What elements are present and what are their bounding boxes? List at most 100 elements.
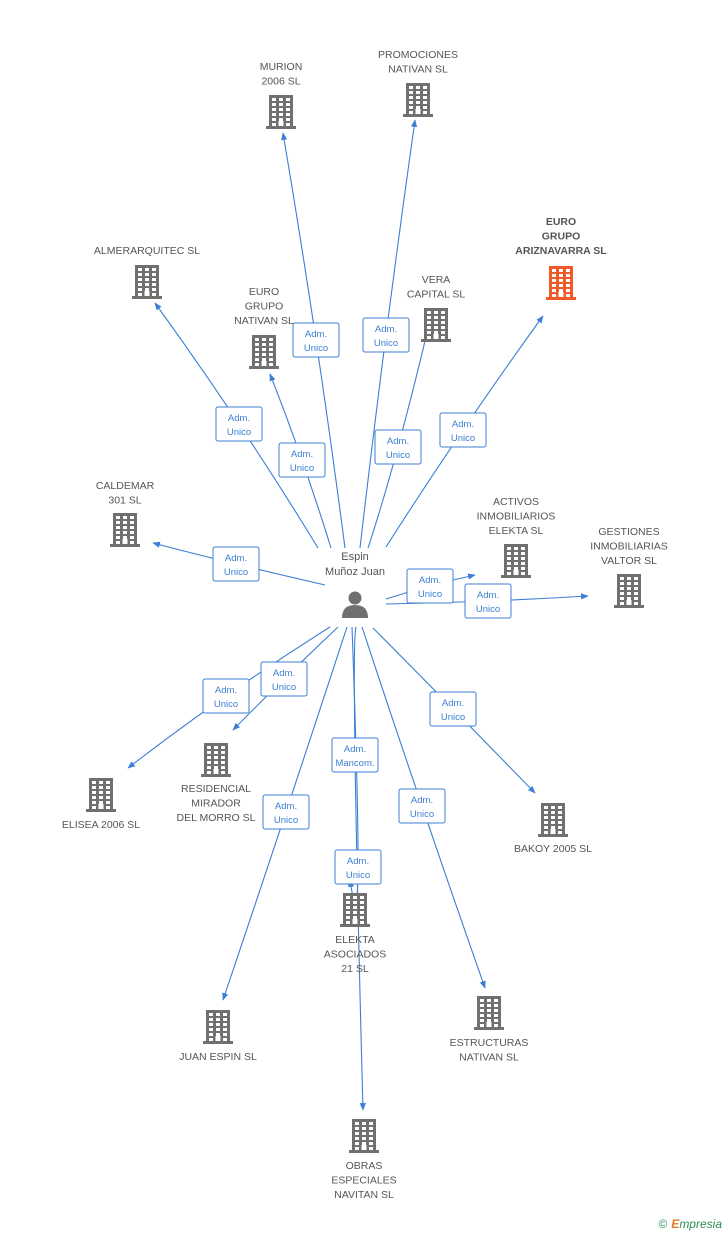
role-badge-euro-ariz[interactable]: Adm.Unico [439, 412, 487, 448]
building-icon [501, 544, 531, 578]
company-node-almerarquitec[interactable]: ALMERARQUITEC SL [94, 245, 200, 299]
company-name: ELISEA 2006 SL [62, 819, 140, 831]
role-badge-murion[interactable]: Adm. Unico [292, 322, 340, 358]
company-name: CALDEMAR [96, 480, 155, 492]
company-name: ELEKTA SL [489, 525, 544, 537]
company-name: MIRADOR [191, 798, 241, 810]
building-icon [474, 996, 504, 1030]
building-icon [203, 1010, 233, 1044]
role-badge-text: Adm. [275, 801, 297, 812]
building-icon [132, 265, 162, 299]
company-name: RESIDENCIAL [181, 783, 251, 795]
role-badge-text: Unico [410, 809, 434, 820]
company-name: JUAN ESPIN SL [179, 1051, 257, 1063]
role-badge-text: Adm. [387, 436, 409, 447]
company-node-promociones[interactable]: PROMOCIONES NATIVAN SL [378, 49, 458, 117]
company-name: INMOBILIARIOS [477, 511, 556, 523]
company-node-murion[interactable]: MURION 2006 SL [260, 61, 303, 129]
company-name: 2006 SL [261, 76, 300, 88]
company-name: VERA [422, 274, 451, 286]
role-badge-bakoy[interactable]: Adm. Unico [429, 691, 477, 727]
role-badge-box [362, 317, 410, 353]
company-node-activos[interactable]: ACTIVOS INMOBILIARIOS ELEKTA SL [477, 496, 556, 578]
role-badge-obras[interactable]: Adm.Mancom. [331, 737, 379, 773]
role-badge-residencial[interactable]: Adm.Unico [260, 661, 308, 697]
role-badge-text: Adm. [305, 329, 327, 340]
company-name: GESTIONES [598, 526, 659, 538]
company-name: 21 SL [341, 963, 369, 975]
role-badge-almerarquitec[interactable]: Adm.Unico [215, 406, 263, 442]
role-badge-box [429, 691, 477, 727]
role-badge-text: Unico [227, 427, 251, 438]
company-name: BAKOY 2005 SL [514, 843, 592, 855]
company-node-elisea[interactable]: ELISEA 2006 SL [62, 778, 140, 831]
company-name: PROMOCIONES [378, 49, 458, 61]
company-name: GRUPO [245, 301, 284, 313]
role-badge-activos[interactable]: Adm.Unico [406, 568, 454, 604]
role-badge-text: Unico [386, 450, 410, 461]
role-badge-euro-nativan[interactable]: Adm.Unico [278, 442, 326, 478]
role-badge-text: Unico [304, 343, 328, 354]
role-badge-elisea[interactable]: Adm. Unico [202, 678, 250, 714]
role-badge-text: Unico [451, 433, 475, 444]
company-name: ALMERARQUITEC SL [94, 245, 200, 257]
building-icon [201, 743, 231, 777]
role-badge-vera[interactable]: Adm. Unico [374, 429, 422, 465]
role-badge-text: Unico [214, 699, 238, 710]
person-icon [342, 591, 368, 618]
role-badge-text: Adm. [442, 698, 464, 709]
company-node-juan-espin[interactable]: JUAN ESPIN SL [179, 1010, 257, 1063]
role-badge-promociones[interactable]: Adm.Unico [362, 317, 410, 353]
role-badge-text: Adm. [215, 685, 237, 696]
company-name: MURION [260, 61, 303, 73]
company-name: 301 SL [108, 495, 141, 507]
person-name: Espin [341, 551, 369, 563]
role-badge-box [202, 678, 250, 714]
role-badge-text: Unico [272, 682, 296, 693]
company-name: EURO [249, 286, 279, 298]
company-name: ACTIVOS [493, 496, 539, 508]
role-badge-text: Unico [374, 338, 398, 349]
role-badge-box [334, 849, 382, 885]
role-badge-box [406, 568, 454, 604]
company-node-bakoy[interactable]: BAKOY 2005 SL [514, 803, 592, 855]
building-icon [421, 308, 451, 342]
role-badge-text: Adm. [411, 795, 433, 806]
building-icon [266, 95, 296, 129]
role-badge-text: Unico [441, 712, 465, 723]
company-node-elekta-asoc[interactable]: ELEKTA ASOCIADOS 21 SL [324, 893, 386, 975]
role-badge-text: Unico [290, 463, 314, 474]
company-name: EURO [546, 216, 576, 228]
role-badge-text: Adm. [347, 856, 369, 867]
company-node-caldemar[interactable]: CALDEMAR 301 SL [96, 480, 155, 547]
person-name: Muñoz Juan [325, 566, 385, 578]
role-badge-estructuras[interactable]: Adm. Unico [398, 788, 446, 824]
company-name: ELEKTA [335, 934, 375, 946]
role-badge-caldemar[interactable]: Adm.Unico [212, 546, 260, 582]
company-name: ESTRUCTURAS [450, 1037, 529, 1049]
role-badge-box [260, 661, 308, 697]
role-badge-box [374, 429, 422, 465]
company-name: VALTOR SL [601, 555, 657, 567]
role-badge-text: Mancom. [335, 758, 374, 769]
building-icon [340, 893, 370, 927]
company-name: NATIVAN SL [388, 64, 448, 76]
role-badge-box [292, 322, 340, 358]
building-icon [403, 83, 433, 117]
company-name: ASOCIADOS [324, 949, 386, 961]
role-badge-elekta-asoc[interactable]: Adm.Unico [334, 849, 382, 885]
company-name: ESPECIALES [331, 1175, 396, 1187]
role-badge-text: Adm. [225, 553, 247, 564]
role-badge-juan-espin[interactable]: Adm.Unico [262, 794, 310, 830]
role-badge-gestiones[interactable]: Adm.Unico [464, 583, 512, 619]
company-name: NAVITAN SL [334, 1189, 394, 1201]
